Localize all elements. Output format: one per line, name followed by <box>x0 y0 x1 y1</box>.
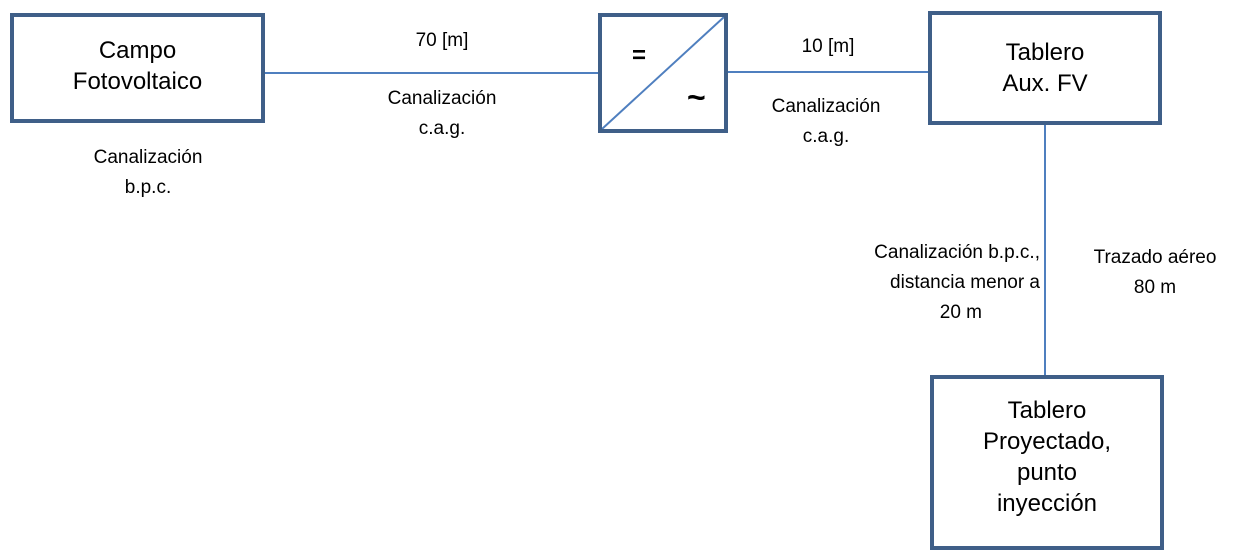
vertical-canal-line-2: distancia menor a <box>890 272 1040 293</box>
vertical-canalizacion-label: Canalización b.p.c., distancia menor a 2… <box>790 238 1040 328</box>
campo-line-2: Fotovoltaico <box>72 68 203 95</box>
campo-fotovoltaico-title: Campo Fotovoltaico <box>14 35 261 97</box>
campo-canal-line-1: Canalización <box>93 147 203 168</box>
link2-canal-line-1: Canalización <box>771 96 881 117</box>
vertical-aereo-label: Trazado aéreo 80 m <box>1060 243 1250 303</box>
campo-fotovoltaico-box: Campo Fotovoltaico <box>10 13 265 123</box>
inverter-box: = ~ <box>598 13 728 133</box>
link1-canalizacion-label: Canalización c.a.g. <box>342 84 542 144</box>
campo-canalizacion-label: Canalización b.p.c. <box>48 143 248 203</box>
tablero-aux-line-2: Aux. FV <box>1002 70 1088 97</box>
campo-canal-line-2: b.p.c. <box>124 177 172 198</box>
dc-symbol: = <box>632 42 647 69</box>
tablero-proy-line-1: Tablero <box>1007 397 1087 424</box>
link1-distance-label: 70 [m] <box>415 30 469 51</box>
tablero-aux-line-1: Tablero <box>1005 39 1085 66</box>
tablero-proyectado-title: Tablero Proyectado, punto inyección <box>934 395 1160 519</box>
connector-campo-inverter <box>263 72 599 74</box>
link1-canal-line-2: c.a.g. <box>418 118 466 139</box>
tablero-proy-line-3: punto <box>1016 459 1078 486</box>
vertical-canal-line-1: Canalización b.p.c., <box>874 242 1040 263</box>
campo-line-1: Campo <box>98 37 177 64</box>
tablero-proy-line-4: inyección <box>996 490 1098 517</box>
ac-symbol: ~ <box>687 79 706 115</box>
link2-canalizacion-label: Canalización c.a.g. <box>726 92 926 152</box>
tablero-proyectado-box: Tablero Proyectado, punto inyección <box>930 375 1164 550</box>
vertical-aereo-line-1: Trazado aéreo <box>1093 247 1217 268</box>
inverter-diagonal <box>602 17 724 129</box>
vertical-aereo-line-2: 80 m <box>1133 277 1177 298</box>
tablero-aux-fv-box: Tablero Aux. FV <box>928 11 1162 125</box>
tablero-aux-fv-title: Tablero Aux. FV <box>932 37 1158 99</box>
connector-tablero-aux-tablero-proyectado <box>1044 124 1046 377</box>
connector-inverter-tablero-aux <box>725 71 930 73</box>
link1-canal-line-1: Canalización <box>387 88 497 109</box>
vertical-canal-line-3: 20 m <box>939 302 982 323</box>
link2-distance-label: 10 [m] <box>801 36 855 57</box>
link2-canal-line-2: c.a.g. <box>802 126 850 147</box>
tablero-proy-line-2: Proyectado, <box>982 428 1112 455</box>
